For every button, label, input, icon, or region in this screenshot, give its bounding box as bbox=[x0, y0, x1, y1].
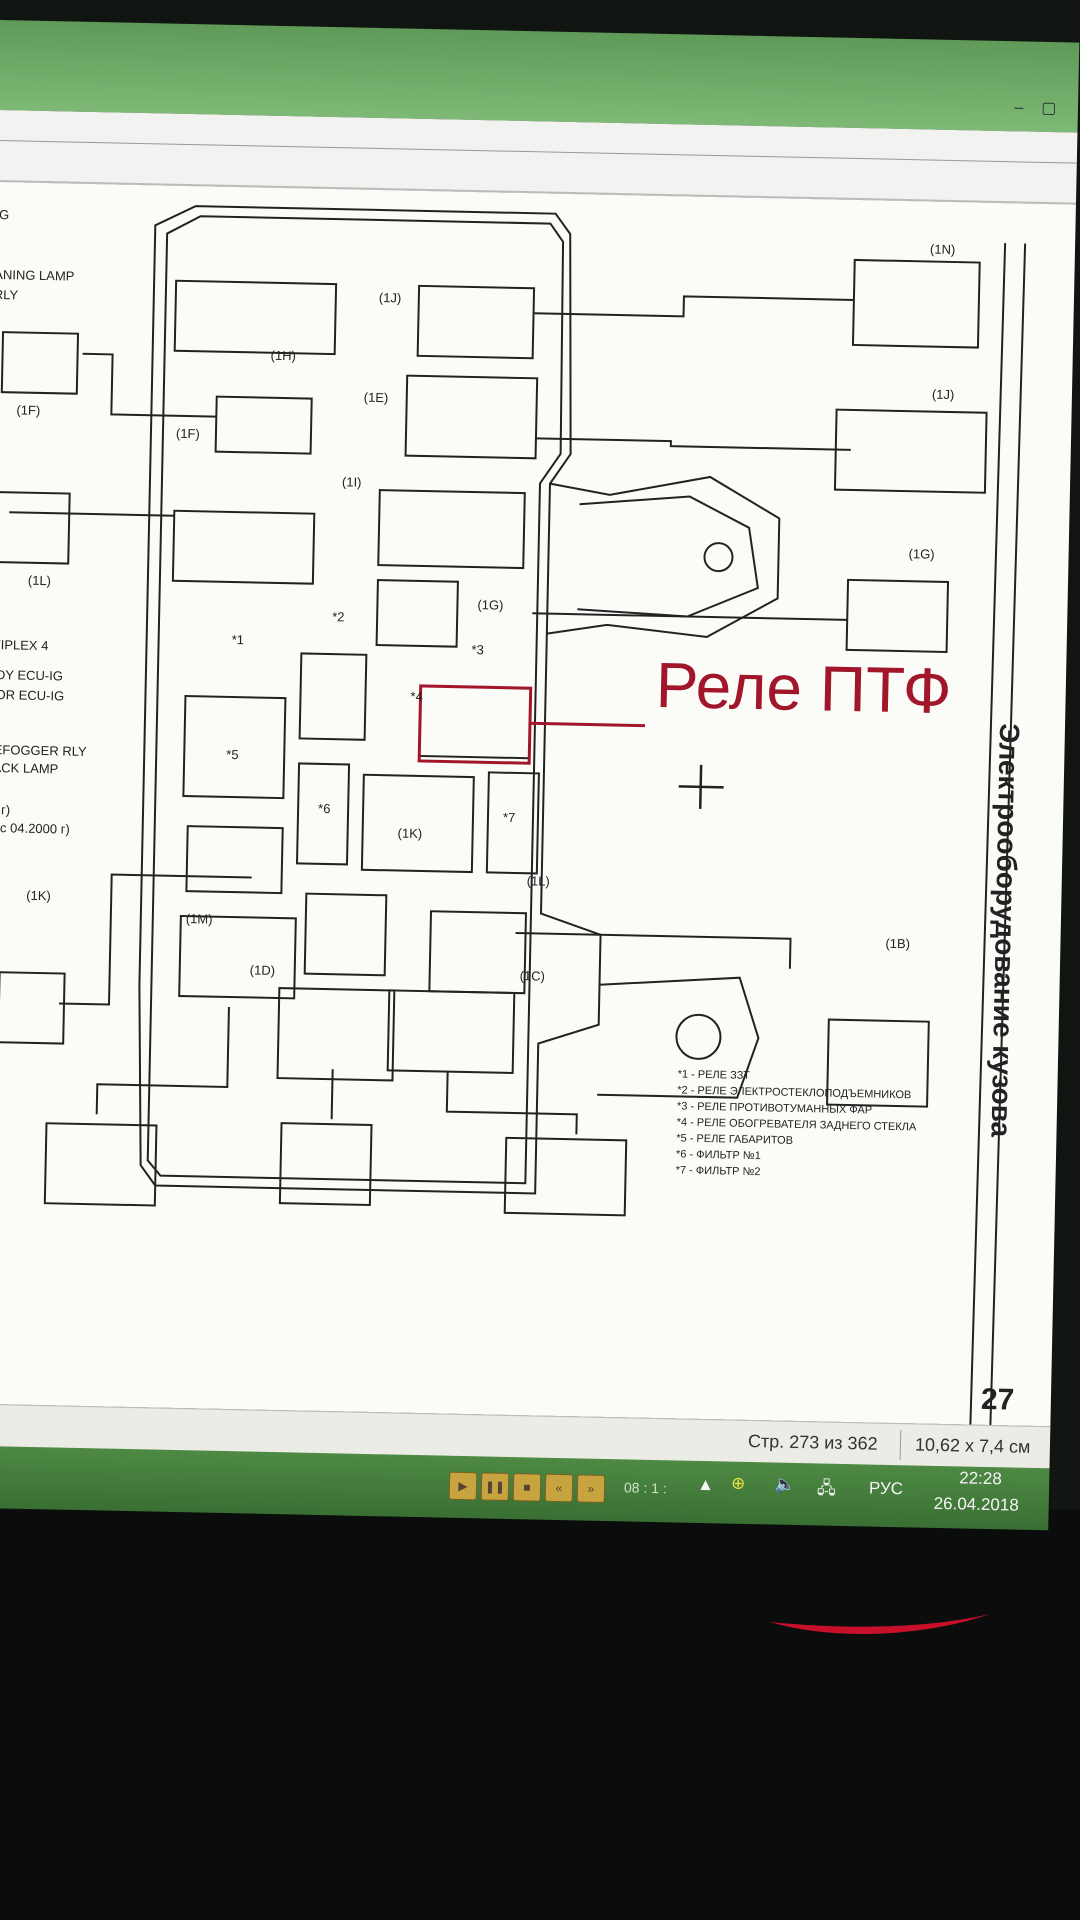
status-divider bbox=[899, 1430, 902, 1461]
annotation-label: Реле ПТФ bbox=[655, 648, 953, 728]
connector-tag: (1F) bbox=[16, 402, 41, 418]
left-label: DEFOGGER RLY bbox=[0, 741, 87, 759]
connector-tag: (1B) bbox=[885, 935, 911, 952]
connector-tag: (1F) bbox=[175, 425, 200, 442]
minimize-icon[interactable]: – bbox=[1014, 99, 1024, 117]
left-label: ANING LAMP bbox=[0, 266, 75, 284]
network-icon[interactable]: 🖧 bbox=[816, 1478, 837, 1498]
connector-tag: (1G) bbox=[477, 597, 504, 613]
toolbar-divider bbox=[0, 139, 1077, 164]
player-stop-icon[interactable]: ■ bbox=[512, 1473, 542, 1502]
legend: *1 - РЕЛЕ ЗЗТ *2 - РЕЛЕ ЭЛЕКТРОСТЕКЛОПОД… bbox=[675, 1066, 917, 1183]
connector-tag: (1E) bbox=[363, 389, 389, 406]
connector-tag: (1K) bbox=[26, 887, 51, 904]
connector-tag: (1J) bbox=[378, 290, 402, 306]
monitor-reflection bbox=[770, 1614, 990, 1634]
player-play-icon[interactable]: ▶ bbox=[448, 1471, 478, 1501]
language-indicator[interactable]: РУС bbox=[868, 1478, 904, 1499]
left-label: BACK LAMP bbox=[0, 759, 59, 777]
relay-mark: *1 bbox=[231, 631, 245, 648]
fuse-box-diagram bbox=[0, 205, 1027, 1426]
clock-time[interactable]: 22:28 bbox=[959, 1468, 1002, 1489]
relay-mark: *3 bbox=[471, 642, 484, 658]
tray-expand-icon[interactable]: ▲ bbox=[696, 1474, 715, 1495]
left-label: RLY bbox=[0, 286, 19, 303]
connector-tag: (1K) bbox=[397, 825, 423, 842]
relay-mark: *2 bbox=[332, 609, 345, 625]
page-number: 27 bbox=[980, 1382, 1015, 1417]
connector-tag: (1D) bbox=[249, 962, 276, 978]
connector-tag: (1J) bbox=[931, 386, 955, 403]
relay-mark: *4 bbox=[410, 688, 423, 705]
left-label: IG bbox=[0, 206, 10, 223]
player-next-icon[interactable]: » bbox=[576, 1474, 606, 1503]
connector-tag: (1L) bbox=[526, 873, 550, 889]
connector-tag: (1M) bbox=[185, 911, 213, 927]
connector-tag: (1I) bbox=[341, 474, 362, 490]
left-label: ODY ECU-IG bbox=[0, 666, 64, 684]
player-time: 08 : 1 : bbox=[623, 1479, 667, 1497]
relay-mark: *7 bbox=[502, 809, 516, 825]
page-info: Стр. 273 из 362 bbox=[747, 1430, 878, 1454]
relay-mark: *5 bbox=[226, 746, 239, 763]
monitor-screen: – ▢ bbox=[0, 19, 1080, 1531]
connector-tag: (1C) bbox=[519, 968, 546, 984]
left-label: LTIPLEX 4 bbox=[0, 636, 49, 654]
left-label: R (с 04.2000 г) bbox=[0, 820, 70, 837]
clock-date[interactable]: 26.04.2018 bbox=[933, 1493, 1019, 1515]
player-pause-icon[interactable]: ❚❚ bbox=[480, 1472, 510, 1501]
page-size: 10,62 x 7,4 см bbox=[914, 1434, 1031, 1457]
volume-icon[interactable]: 🔈 bbox=[773, 1474, 796, 1494]
relay-mark: *6 bbox=[317, 800, 331, 817]
connector-tag: (1G) bbox=[908, 546, 935, 562]
left-label: OOR ECU-IG bbox=[0, 686, 65, 704]
maximize-icon[interactable]: ▢ bbox=[1041, 99, 1057, 118]
connector-tag: (1N) bbox=[929, 241, 956, 258]
player-prev-icon[interactable]: « bbox=[544, 1473, 574, 1503]
connector-tag: (1H) bbox=[270, 347, 297, 364]
document-viewer[interactable]: Реле ПТФ Электрооборудование кузова 27 I… bbox=[0, 181, 1076, 1427]
connector-tag: (1L) bbox=[27, 572, 52, 589]
left-label: 00 г) bbox=[0, 802, 11, 818]
network-add-icon[interactable]: ⊕ bbox=[730, 1473, 746, 1493]
screen-content: – ▢ bbox=[0, 19, 1080, 1531]
